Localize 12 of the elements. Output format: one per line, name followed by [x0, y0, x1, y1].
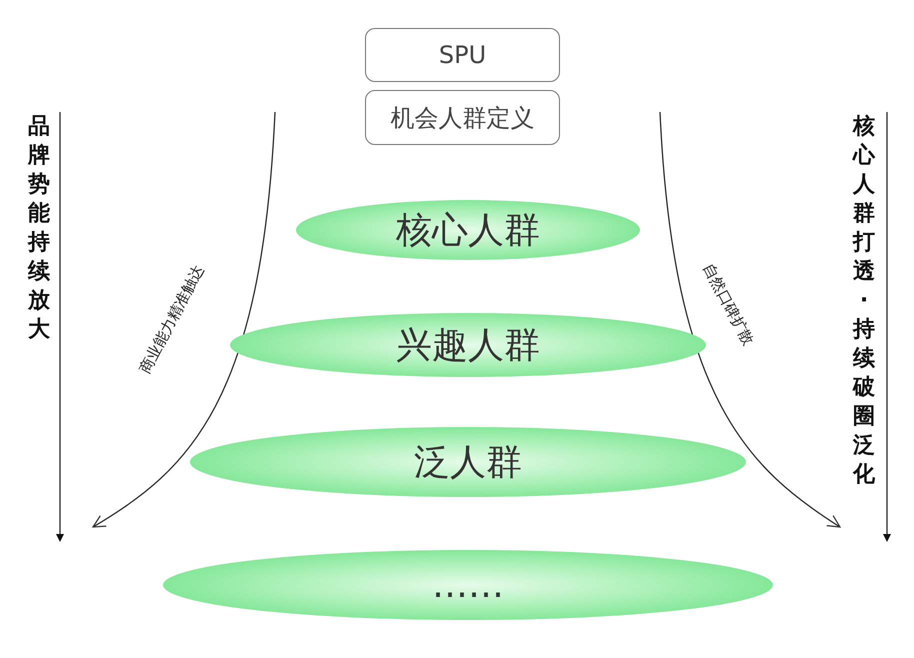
node-text: 兴趣人群 [396, 324, 540, 368]
curve-caption: 商业能力精准触达 [135, 262, 209, 377]
node-text: 泛人群 [414, 440, 522, 484]
side-caption: 核心人群打透·持续破圈泛化 [852, 113, 876, 489]
node-text: …… [432, 564, 504, 606]
side-caption: 品牌势能持续放大 [27, 113, 51, 344]
curve-caption: 自然口碑扩散 [698, 260, 758, 349]
node-text: 机会人群定义 [390, 102, 534, 134]
node-text: SPU [438, 41, 486, 69]
node-text: 核心人群 [396, 208, 540, 252]
rounded-box [365, 28, 560, 82]
rounded-box [365, 90, 560, 145]
